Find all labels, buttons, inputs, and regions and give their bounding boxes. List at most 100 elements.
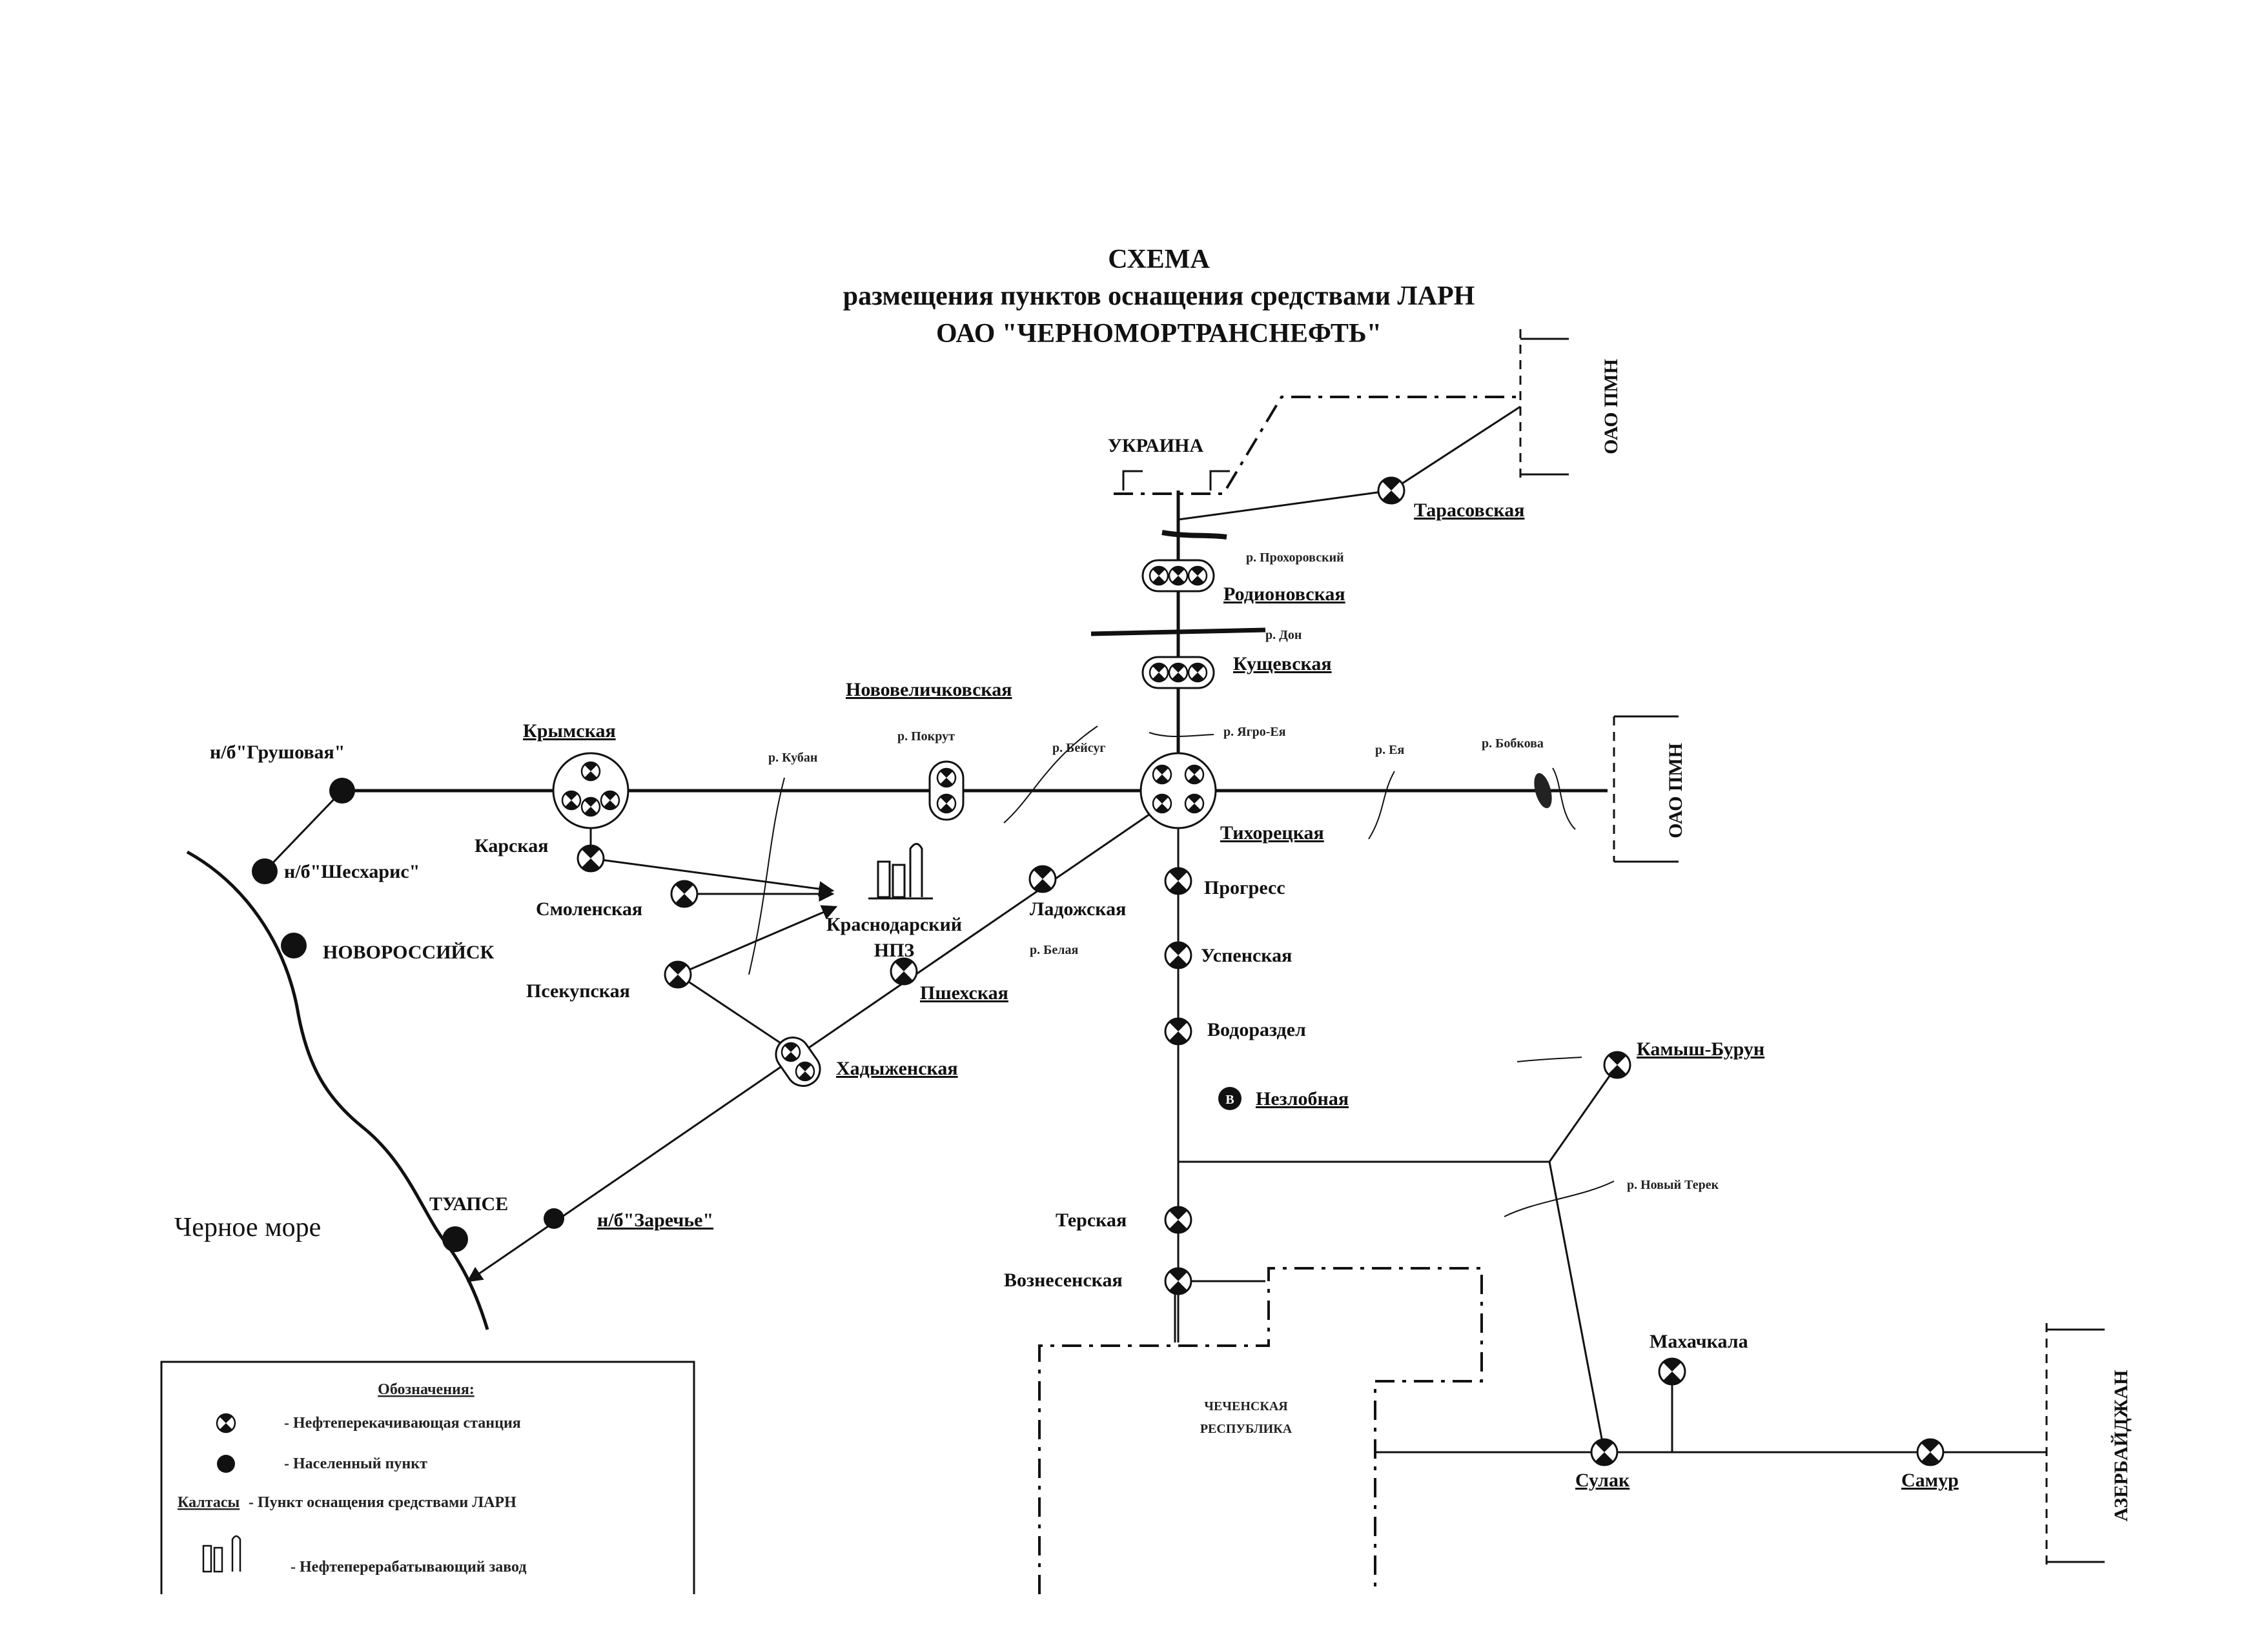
label-vodorazdel: Водораздел <box>1207 1019 1306 1040</box>
label-khadyzhenskaya: Хадыженская <box>836 1058 958 1079</box>
larn-kushchevskaya <box>1141 656 1215 689</box>
label-krymskaya: Крымская <box>523 720 616 742</box>
river-beysug: р. Бейсуг <box>1052 741 1105 755</box>
station-uspenskaya <box>1164 941 1192 969</box>
legend-pump-icon <box>216 1413 236 1433</box>
oao-pmn-top-bracket <box>1519 329 1569 484</box>
station-vodorazdel <box>1164 1017 1192 1046</box>
legend-refinery: - Нефтеперерабатывающий завод <box>291 1559 527 1575</box>
title-line-1: СХЕМА <box>1108 245 1210 274</box>
station-pskupskaya <box>664 960 692 989</box>
label-kamysh-burun: Камыш-Бурун <box>1637 1038 1764 1060</box>
label-sheskharis: н/б"Шесхарис" <box>284 861 420 882</box>
oao-pmn-mid-bracket <box>1613 715 1679 863</box>
station-samur <box>1916 1438 1945 1466</box>
settlement-tuapse <box>442 1226 468 1252</box>
label-terskaya: Терская <box>1056 1210 1127 1231</box>
station-smolenskaya <box>670 880 699 908</box>
legend-title: Обозначения: <box>378 1381 475 1398</box>
station-terskaya <box>1164 1206 1192 1234</box>
legend-settlement-icon <box>217 1455 235 1473</box>
title-line-2: размещения пунктов оснащения средствами … <box>843 281 1475 311</box>
legend: Обозначения: - Нефтеперекачивающая станц… <box>160 1361 695 1594</box>
station-tarasovskaya <box>1377 476 1405 505</box>
station-kamysh-burun <box>1603 1051 1631 1079</box>
nezlobnaya-marker: В <box>1218 1087 1241 1110</box>
pipeline-tarasovskaya <box>1178 489 1392 521</box>
larn-krymskaya <box>552 752 629 829</box>
river-crossing-prokhorovsky <box>1161 530 1227 540</box>
legend-settlement: - Населенный пункт <box>284 1455 427 1472</box>
label-tuapse: ТУАПСЕ <box>429 1193 508 1215</box>
river-prokhorovsky: р. Прохоровский <box>1246 551 1344 565</box>
label-tarasovskaya: Тарасовская <box>1414 500 1524 521</box>
legend-pumping-station: - Нефтеперекачивающая станция <box>284 1415 521 1432</box>
label-zarechye: н/б"Заречье" <box>597 1210 713 1231</box>
rivers <box>748 725 1615 1217</box>
refinery-icon <box>868 843 933 900</box>
label-krasnodar-npz-2: НПЗ <box>874 940 915 961</box>
chechnya-label-2: РЕСПУБЛИКА <box>1200 1422 1292 1436</box>
svg-text:В: В <box>1225 1093 1234 1107</box>
label-tikhoretskaya: Тихорецкая <box>1220 822 1324 844</box>
station-progress <box>1164 867 1192 895</box>
larn-khadyzhenskaya <box>775 1037 821 1087</box>
larn-rodionovskaya <box>1141 559 1215 593</box>
settlements <box>252 778 564 1252</box>
label-rodionovskaya: Родионовская <box>1223 583 1345 605</box>
river-kuban: р. Кубан <box>768 751 817 765</box>
label-makhachkala: Махачкала <box>1650 1331 1748 1352</box>
river-bobkova: р. Бобкова <box>1482 736 1544 751</box>
ukraine-label: УКРАИНА <box>1108 435 1204 456</box>
station-karskaya <box>577 844 605 873</box>
station-sulak <box>1590 1438 1619 1466</box>
river-belaya: р. Белая <box>1030 943 1078 957</box>
oao-pmn-top-label: ОАО ПМН <box>1600 359 1622 454</box>
label-voznesenskaya: Вознесенская <box>1004 1270 1123 1291</box>
black-sea-label: Черное море <box>174 1213 321 1242</box>
river-crossing-don <box>1090 627 1266 636</box>
larn-tikhoretskaya <box>1139 752 1217 829</box>
legend-larn-sample: Калтасы <box>178 1494 240 1511</box>
coastline <box>186 850 489 1330</box>
settlement-sheskharis <box>252 858 278 884</box>
settlement-zarechye <box>544 1208 564 1229</box>
label-pshekhskaya: Пшехская <box>920 982 1008 1004</box>
oao-pmn-mid-label: ОАО ПМН <box>1665 743 1686 838</box>
river-novy-terek: р. Новый Терек <box>1627 1178 1719 1192</box>
station-makhachkala <box>1658 1357 1686 1386</box>
settlement-grushovaya <box>329 778 355 804</box>
label-samur: Самур <box>1901 1470 1959 1491</box>
label-ladozhskaya: Ладожская <box>1030 898 1126 920</box>
label-novovelichkovskaya: Нововеличковская <box>846 679 1012 700</box>
label-krasnodar-npz-1: Краснодарский <box>826 914 962 935</box>
title-line-3: ОАО "ЧЕРНОМОРТРАНСНЕФТЬ" <box>936 319 1382 349</box>
river-don: р. Дон <box>1265 628 1302 642</box>
label-sulak: Сулак <box>1575 1470 1630 1491</box>
station-voznesenskaya <box>1164 1267 1192 1295</box>
bobkova-crossing <box>1534 773 1552 809</box>
label-nezlobnaya: Незлобная <box>1256 1088 1349 1109</box>
legend-larn-point: - Пункт оснащения средствами ЛАРН <box>249 1494 516 1511</box>
river-pokrut: р. Покрут <box>897 729 955 744</box>
pipeline-sheskharis <box>263 789 343 873</box>
label-progress: Прогресс <box>1204 877 1285 898</box>
label-smolenskaya: Смоленская <box>536 898 642 920</box>
station-pshekhskaya <box>890 957 918 986</box>
label-pskupskaya: Псекупская <box>526 980 630 1002</box>
label-uspenskaya: Успенская <box>1201 945 1292 966</box>
label-karskaya: Карская <box>475 835 548 856</box>
azerbaijan-label: АЗЕРБАЙДЖАН <box>2110 1370 2132 1522</box>
river-ea-top: р. Ягро-Ея <box>1223 725 1286 739</box>
label-kushchevskaya: Кущевская <box>1233 653 1332 674</box>
station-ladozhskaya <box>1028 865 1057 893</box>
settlement-novorossiysk <box>281 933 307 958</box>
label-novorossiysk: НОВОРОССИЙСК <box>323 942 495 963</box>
legend-refinery-icon <box>202 1535 241 1573</box>
pipeline-karskaya-npz <box>590 857 835 897</box>
label-grushovaya: н/б"Грушовая" <box>210 742 345 763</box>
pumping-stations <box>577 476 1945 1466</box>
borders <box>1038 396 1520 1594</box>
